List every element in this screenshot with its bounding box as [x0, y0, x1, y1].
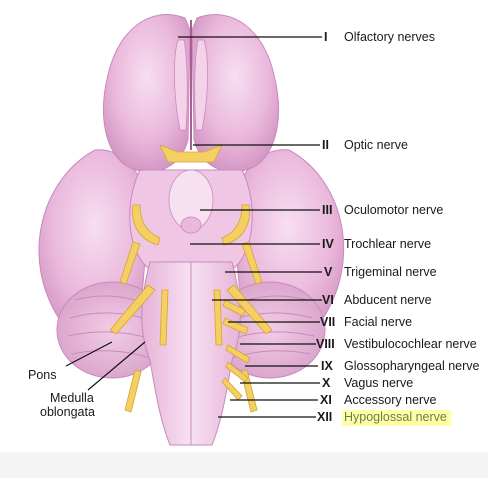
frontal-lobes	[103, 14, 279, 173]
label-medulla-line1: Medulla	[50, 391, 94, 405]
numeral-vi: VI	[322, 293, 334, 307]
numeral-ix: IX	[321, 359, 333, 373]
numeral-iii: III	[322, 203, 333, 217]
label-trochlear-nerve: Trochlear nerve	[344, 237, 432, 251]
label-vestibulocochlear-nerve: Vestibulocochlear nerve	[344, 337, 477, 351]
label-glossopharyngeal-nerve: Glossopharyngeal nerve	[344, 359, 480, 373]
numeral-xii: XII	[317, 410, 333, 424]
leader-lines	[65, 36, 322, 418]
bottom-strip	[0, 452, 488, 478]
label-vagus-nerve: Vagus nerve	[344, 376, 414, 390]
label-oculomotor-nerve: Oculomotor nerve	[344, 203, 444, 217]
cranial-nerves	[109, 144, 273, 413]
numeral-v: V	[324, 265, 333, 279]
label-trigeminal-nerve: Trigeminal nerve	[344, 265, 437, 279]
label-medulla-line2: oblongata	[40, 405, 95, 419]
label-hypoglossal-nerve-highlighted[interactable]: Hypoglossal nerve	[342, 410, 451, 426]
label-olfactory-nerves: Olfactory nerves	[344, 30, 436, 44]
label-accessory-nerve: Accessory nerve	[344, 393, 437, 407]
label-abducent-nerve: Abducent nerve	[344, 293, 432, 307]
label-facial-nerve: Facial nerve	[344, 315, 413, 329]
midbrain-region	[129, 169, 253, 271]
numeral-xi: XI	[320, 393, 332, 407]
numeral-ii: II	[322, 138, 329, 152]
numeral-i: I	[324, 30, 328, 44]
numeral-x: X	[322, 376, 331, 390]
label-optic-nerve: Optic nerve	[344, 138, 408, 152]
numeral-iv: IV	[322, 237, 334, 251]
numeral-vii: VII	[320, 315, 336, 329]
label-pons: Pons	[28, 368, 57, 382]
numeral-viii: VIII	[316, 337, 335, 351]
